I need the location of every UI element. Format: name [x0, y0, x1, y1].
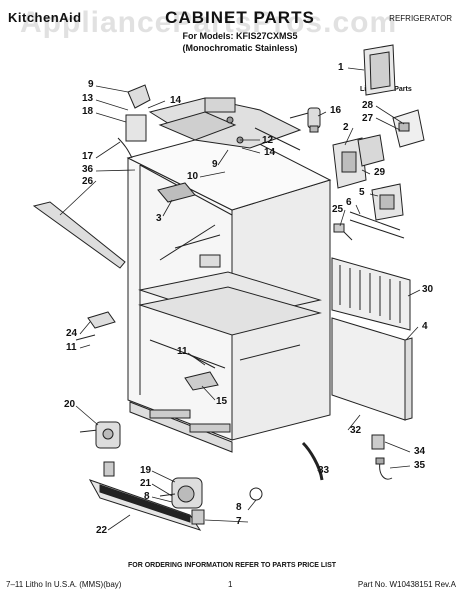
callout-34: 34 — [414, 446, 426, 457]
cabinet-body — [126, 129, 332, 453]
control-panel — [332, 134, 404, 221]
callout-19: 19 — [140, 465, 152, 476]
callout-11: 11 — [66, 342, 77, 353]
appliance-type: REFRIGERATOR — [389, 14, 452, 23]
litho-info: 7–11 Litho In U.S.A. (MMS)(bay) — [6, 580, 122, 589]
part-3 — [157, 182, 196, 203]
top-assembly — [148, 97, 302, 151]
page-title: CABINET PARTS — [165, 8, 315, 27]
wire-rods — [333, 211, 405, 241]
callout-4: 4 — [422, 321, 428, 332]
brand-name: KitchenAid — [8, 10, 82, 25]
literature-booklet — [392, 109, 425, 148]
callout-26: 26 — [82, 176, 94, 187]
callout-35: 35 — [414, 460, 426, 471]
lower-panel — [331, 317, 413, 421]
callout-14: 14 — [264, 147, 276, 158]
page-number: 1 — [228, 580, 233, 589]
callout-24: 24 — [66, 328, 78, 339]
literature-panel — [363, 44, 396, 96]
top-bracket — [117, 84, 151, 159]
side-rail — [32, 201, 126, 269]
callout-32: 32 — [350, 425, 362, 436]
callout-11: 11 — [177, 346, 188, 357]
callout-8: 8 — [236, 502, 242, 513]
callout-5: 5 — [359, 187, 365, 198]
callout-14: 14 — [170, 95, 182, 106]
grille — [331, 257, 411, 331]
callout-7: 7 — [236, 516, 242, 527]
callout-27: 27 — [362, 113, 374, 124]
roller-assembly — [159, 477, 203, 509]
page-subtitle: (Monochromatic Stainless) — [182, 43, 298, 53]
part-16 — [289, 107, 321, 133]
model-line: For Models: KFIS27CXMS5 — [182, 31, 298, 41]
callout-33: 33 — [318, 465, 330, 476]
callout-30: 30 — [422, 284, 434, 295]
part-33 — [301, 441, 324, 481]
callout-18: 18 — [82, 106, 94, 117]
callout-1: 1 — [338, 62, 344, 73]
callout-28: 28 — [362, 100, 374, 111]
kick-plate — [88, 461, 205, 531]
callout-9: 9 — [88, 79, 94, 90]
callout-10: 10 — [187, 171, 199, 182]
callout-6: 6 — [346, 197, 352, 208]
callout-8: 8 — [144, 491, 150, 502]
washer — [249, 487, 263, 501]
callout-25: 25 — [332, 204, 344, 215]
callout-17: 17 — [82, 151, 94, 162]
callout-15: 15 — [216, 396, 228, 407]
callout-13: 13 — [82, 93, 94, 104]
callout-22: 22 — [96, 525, 108, 536]
callout-2: 2 — [343, 122, 349, 133]
leader-lines — [59, 67, 421, 531]
callout-36: 36 — [82, 164, 94, 175]
callout-29: 29 — [374, 167, 386, 178]
callout-3: 3 — [156, 213, 162, 224]
ordering-note: FOR ORDERING INFORMATION REFER TO PARTS … — [127, 562, 337, 569]
part-15 — [184, 371, 219, 391]
callout-12: 12 — [262, 135, 274, 146]
callout-9: 9 — [212, 159, 218, 170]
part-34-35 — [371, 434, 393, 480]
part-number: Part No. W10438151 Rev.A — [357, 580, 456, 589]
callout-16: 16 — [330, 105, 342, 116]
callout-21: 21 — [140, 478, 152, 489]
lower-hinge — [79, 421, 121, 449]
callout-20: 20 — [64, 399, 76, 410]
